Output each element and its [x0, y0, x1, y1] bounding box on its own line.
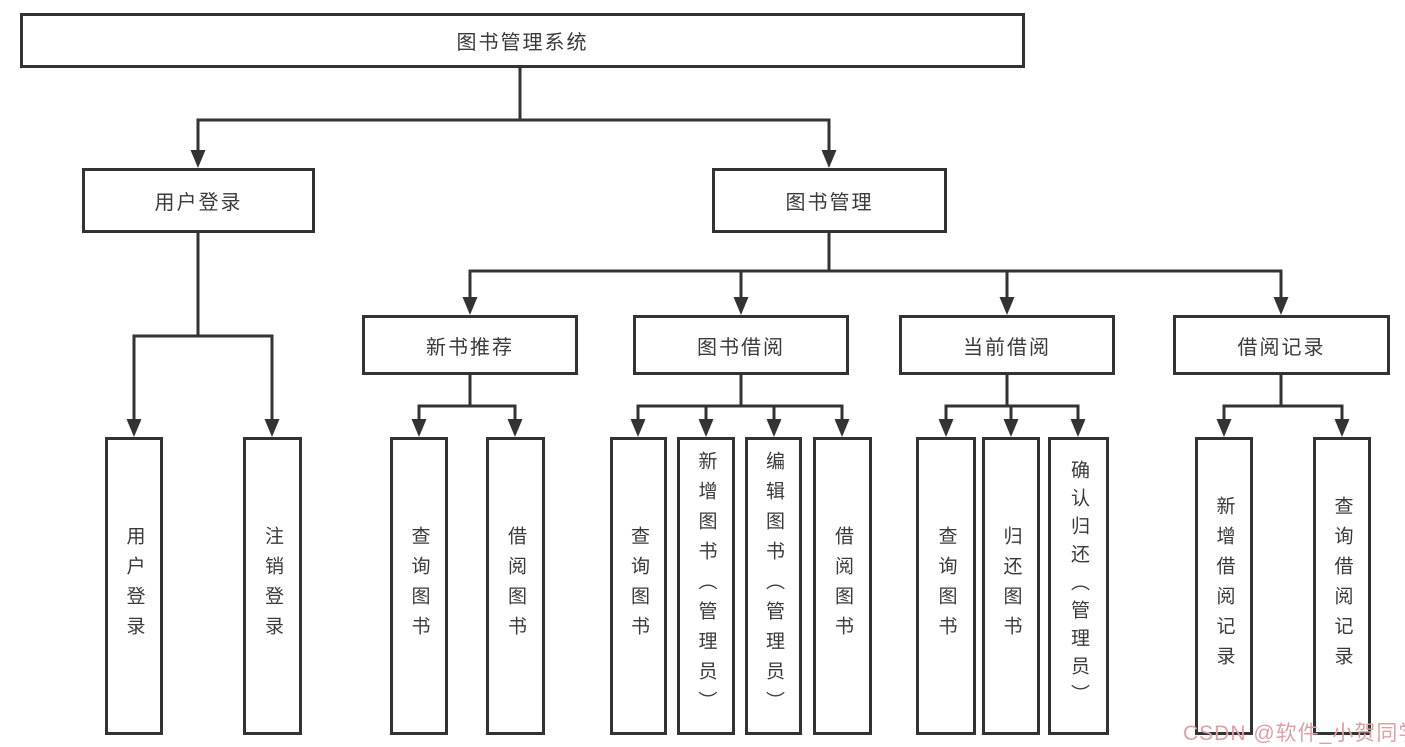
- leaf-edit-books-admin: 编辑图书（管理员）: [745, 437, 802, 735]
- leaf-borrow-books: 借阅图书: [813, 437, 872, 735]
- leaf-query-books-recommend: 查询图书: [390, 437, 448, 735]
- connector-user-login-to-leaves: [126, 233, 280, 437]
- node-library-management-system: 图书管理系统: [20, 13, 1025, 68]
- connector-current-borrow-to-leaves: [938, 375, 1086, 437]
- node-book-management: 图书管理: [712, 168, 947, 233]
- connector-new-book-to-leaves: [411, 375, 523, 437]
- leaf-borrow-books-recommend: 借阅图书: [486, 437, 545, 735]
- connector-borrow-records-to-leaves: [1216, 375, 1350, 437]
- node-borrowing-records: 借阅记录: [1173, 315, 1390, 375]
- leaf-query-books-current: 查询图书: [916, 437, 976, 735]
- csdn-watermark: CSDN @软件_小贺同学: [1183, 722, 1405, 745]
- node-new-book-recommendation: 新书推荐: [362, 315, 578, 375]
- connector-book-borrow-to-leaves: [630, 375, 850, 437]
- node-current-borrowing: 当前借阅: [899, 315, 1115, 375]
- leaf-confirm-return-admin: 确认归还（管理员）: [1048, 437, 1109, 735]
- leaf-add-borrow-record: 新增借阅记录: [1195, 437, 1253, 735]
- leaf-add-books-admin: 新增图书（管理员）: [677, 437, 735, 735]
- leaf-query-borrow-record: 查询借阅记录: [1313, 437, 1371, 735]
- connector-book-mgmt-to-level3: [462, 233, 1289, 315]
- leaf-logout: 注销登录: [243, 437, 302, 735]
- node-book-borrowing: 图书借阅: [633, 315, 849, 375]
- connector-root-to-level2: [190, 66, 837, 168]
- leaf-query-books-borrowing: 查询图书: [610, 437, 667, 735]
- node-user-login: 用户登录: [82, 168, 315, 233]
- leaf-return-books: 归还图书: [982, 437, 1040, 735]
- leaf-user-login: 用户登录: [105, 437, 163, 735]
